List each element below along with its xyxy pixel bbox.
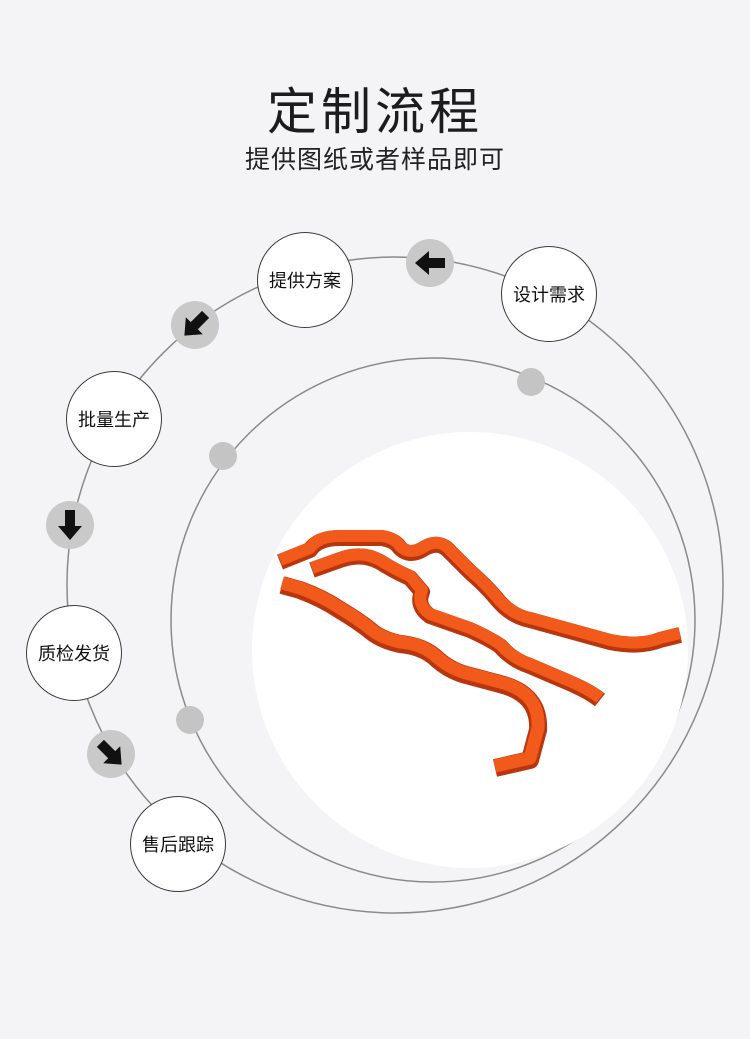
ring-dot <box>517 368 545 396</box>
page-title: 定制流程 <box>267 83 483 141</box>
inner-ring <box>170 357 696 883</box>
arrow-down-right-icon <box>87 730 135 778</box>
outer-ring <box>66 256 724 914</box>
page-subtitle: 提供图纸或者样品即可 <box>244 145 505 174</box>
step-quality-inspection-shipping[interactable]: 质检发货 <box>26 605 122 701</box>
step-design-requirements[interactable]: 设计需求 <box>501 246 597 342</box>
step-mass-production[interactable]: 批量生产 <box>66 371 162 467</box>
busbar-product-image <box>277 530 682 777</box>
arrow-left-icon <box>406 239 454 287</box>
arrow-down-left-icon <box>171 301 219 349</box>
step-after-sales-tracking[interactable]: 售后跟踪 <box>130 796 226 892</box>
step-label: 设计需求 <box>513 285 585 306</box>
step-label: 质检发货 <box>38 644 110 665</box>
arrow-down-icon <box>46 501 94 549</box>
ring-dot <box>209 442 237 470</box>
step-label: 批量生产 <box>78 410 150 431</box>
step-label: 提供方案 <box>269 271 341 292</box>
ring-dot <box>176 706 204 734</box>
step-provide-solution[interactable]: 提供方案 <box>257 232 353 328</box>
step-label: 售后跟踪 <box>142 835 214 856</box>
